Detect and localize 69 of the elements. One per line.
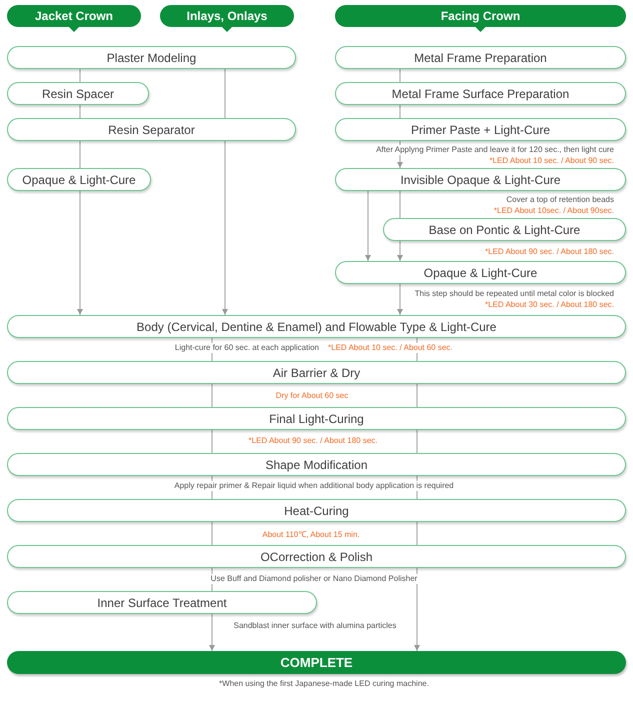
step-pill [7, 407, 626, 430]
step-label: Opaque & Light-Cure [424, 266, 538, 280]
step-pill [7, 118, 296, 141]
step-pill [7, 499, 626, 522]
step-label: Base on Pontic & Light-Cure [428, 222, 580, 236]
timing-note: *LED About 90 sec. / About 180 sec. [248, 436, 378, 446]
step-label: Opaque & Light-Cure [22, 172, 136, 186]
instruction-note: Sandblast inner surface with alumina particles [232, 621, 398, 631]
arrow [414, 568, 420, 652]
step-pill [335, 82, 626, 105]
timing-note: *LED About 10 sec. / About 90 sec. [488, 156, 615, 166]
category-label: Facing Crown [440, 9, 520, 23]
category-tab [335, 5, 626, 32]
step-pill [335, 118, 626, 141]
connector-line [416, 430, 418, 454]
step-pill [7, 545, 626, 568]
step-pill [335, 46, 626, 69]
category-tab [160, 5, 294, 32]
instruction-note: Light-cure for 60 sec. at each application [174, 343, 320, 353]
step-pill [335, 168, 626, 191]
step-pill [7, 82, 149, 105]
arrow [397, 240, 403, 262]
category-label: Jacket Crown [34, 9, 114, 23]
step-label: Body (Cervical, Dentine & Enamel) and Flowable Type & Light-Cure [136, 320, 496, 334]
timing-note: *LED About 10sec. / About 90sec. [492, 206, 615, 216]
instruction-note: Cover a top of retention beads [505, 195, 615, 205]
arrow [397, 284, 403, 316]
connector-line [416, 384, 418, 408]
timing-note: *LED About 10 sec. / About 60 sec. [327, 343, 454, 353]
arrow [77, 190, 83, 316]
step-label: Metal Frame Preparation [414, 50, 547, 64]
category-label: Inlays, Onlays [186, 9, 268, 23]
timing-note: Dry for About 60 sec [274, 391, 350, 401]
step-pill [335, 261, 626, 284]
arrow [365, 190, 371, 262]
instruction-note: Use Buff and Diamond polisher or Nano Diamond Polisher [210, 574, 418, 584]
step-pill [7, 453, 626, 476]
timing-note: *LED About 30 sec. / About 180 sec. [484, 300, 615, 310]
step-pill [7, 168, 151, 191]
step-pill [7, 361, 626, 384]
instruction-note: Apply repair primer & Repair liquid when additional body application is required [173, 481, 455, 491]
arrow [209, 614, 215, 652]
connector-line [416, 522, 418, 546]
step-label: Resin Spacer [42, 86, 114, 100]
step-label: OCorrection & Polish [260, 550, 373, 564]
timing-note: About 110℃, About 15 min. [261, 530, 361, 540]
step-label: Shape Modification [265, 458, 368, 472]
step-label: Invisible Opaque & Light-Cure [400, 172, 561, 186]
step-pill [7, 46, 296, 69]
arrow [222, 140, 228, 316]
step-label: Final Light-Curing [269, 412, 364, 426]
category-tab [7, 5, 141, 32]
step-label: Metal Frame Surface Preparation [392, 86, 570, 100]
instruction-note: This step should be repeated until metal color is blocked [414, 289, 615, 299]
step-label: Resin Separator [108, 122, 195, 136]
complete-label: COMPLETE [280, 656, 353, 670]
step-pill [7, 591, 317, 614]
connector-line [224, 68, 226, 118]
step-label: Air Barrier & Dry [272, 366, 360, 380]
footnote: *When using the first Japanese-made LED curing machine. [218, 679, 430, 689]
step-label: Inner Surface Treatment [97, 596, 227, 610]
step-label: Heat-Curing [284, 504, 349, 518]
step-label: Plaster Modeling [106, 50, 196, 64]
step-label: Primer Paste + Light-Cure [410, 122, 550, 136]
step-pill [383, 218, 626, 241]
instruction-note: After Applyng Primer Paste and leave it for 120 sec., then light cure [375, 145, 615, 155]
complete-bar [7, 651, 626, 674]
step-pill [7, 315, 626, 338]
timing-note: *LED About 90 sec. / About 180 sec. [484, 247, 615, 257]
